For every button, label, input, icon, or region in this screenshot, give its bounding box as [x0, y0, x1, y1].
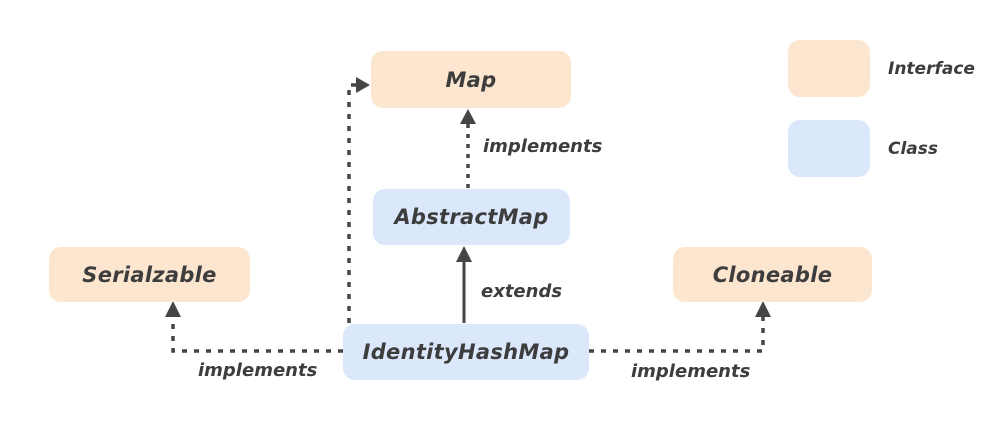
legend: Interface Class [788, 40, 975, 177]
legend-item-class: Class [788, 120, 975, 177]
legend-label-interface: Interface [888, 58, 975, 79]
edge-identityhashmap-extends-abstractmap [456, 246, 472, 323]
edge-identityhashmap-implements-map [347, 77, 370, 323]
legend-label-class: Class [888, 138, 939, 159]
legend-item-interface: Interface [788, 40, 975, 97]
node-cloneable: Cloneable [673, 247, 872, 302]
edge-label-implements-cloneable: implements [631, 361, 751, 382]
edge-label-extends: extends [481, 281, 563, 302]
edge-label-implements-serialzable: implements [198, 360, 318, 381]
legend-swatch-interface [788, 40, 870, 97]
node-abstractmap: AbstractMap [373, 189, 570, 245]
edge-abstractmap-implements-map [460, 109, 476, 188]
legend-swatch-class [788, 120, 870, 177]
edge-identityhashmap-implements-cloneable [589, 301, 771, 353]
edge-identityhashmap-implements-serialzable [165, 301, 343, 353]
edge-label-implements-abstractmap-map: implements [483, 136, 603, 157]
node-serialzable: Serialzable [49, 247, 250, 302]
node-map: Map [371, 51, 571, 108]
node-identityhashmap: IdentityHashMap [343, 324, 589, 380]
